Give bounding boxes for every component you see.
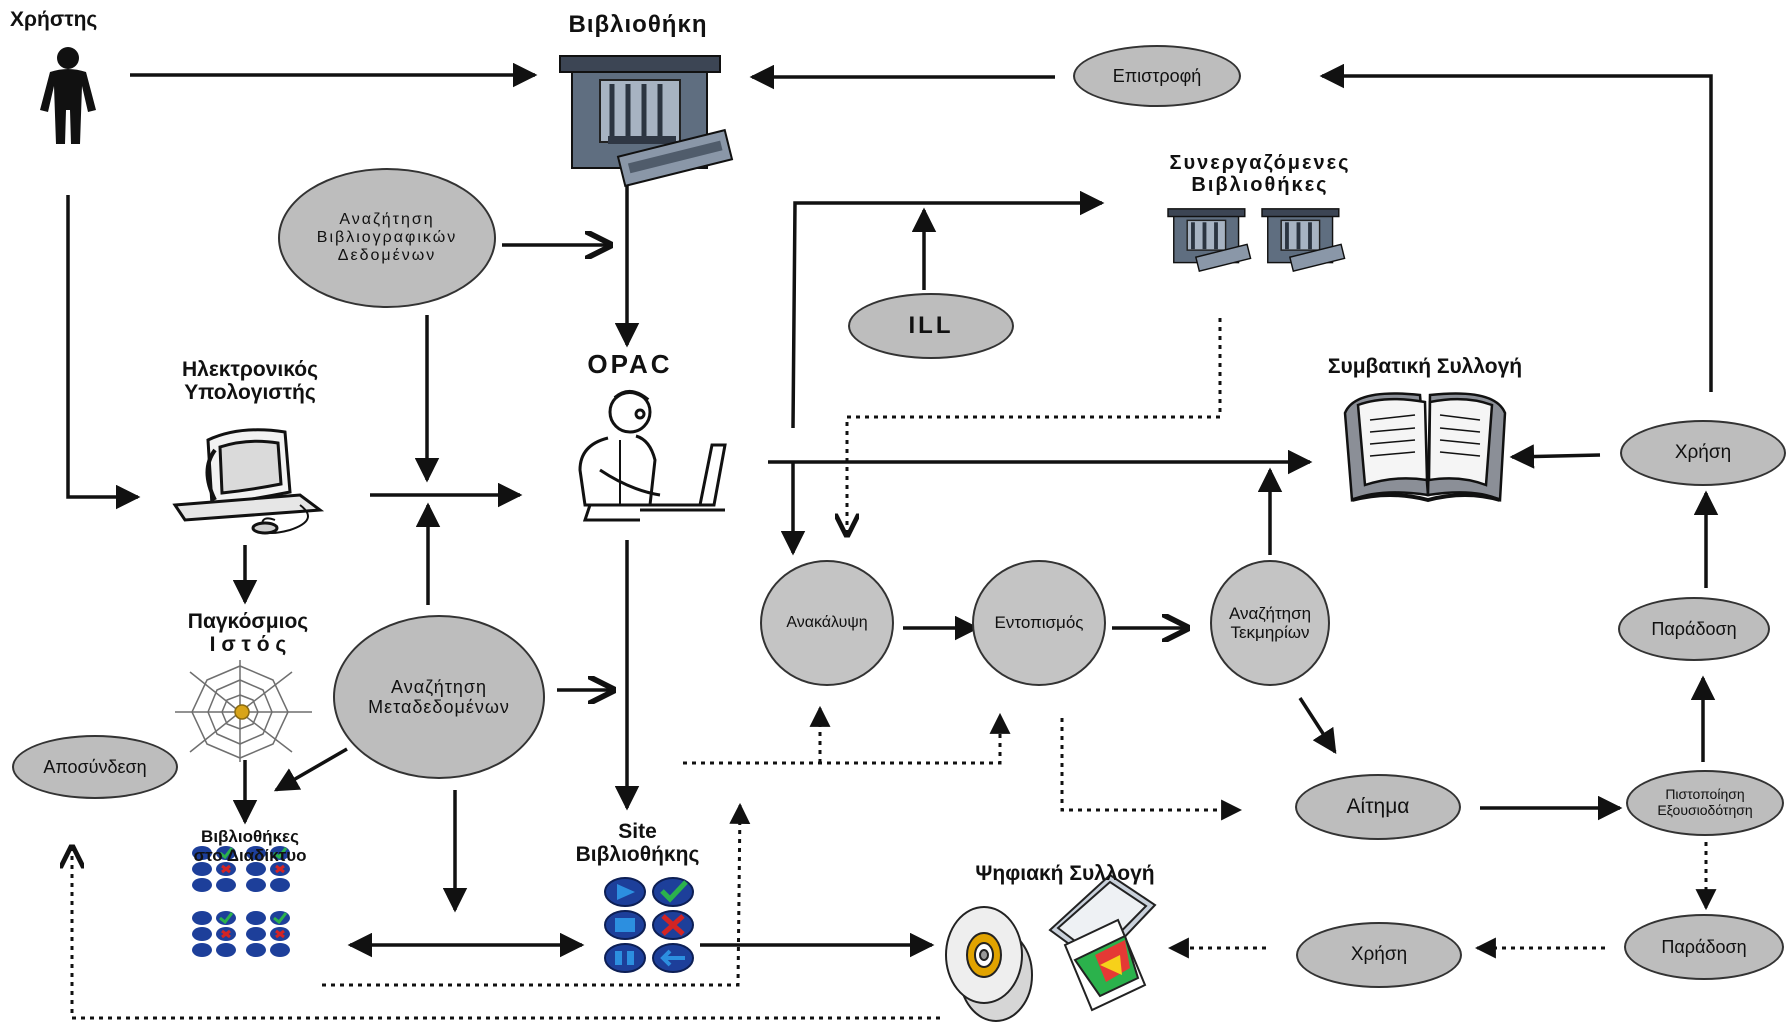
cd-disc-icon bbox=[945, 906, 1033, 1022]
delivery-mid-node-label: Παράδοση bbox=[1651, 618, 1737, 639]
opac-user-icon bbox=[578, 390, 727, 522]
use-top-node-label: Χρήση bbox=[1674, 442, 1732, 464]
user-label: Χρήστης bbox=[10, 8, 98, 31]
partner-libraries-label: Συνεργαζόμενες Βιβλιοθήκες bbox=[1169, 152, 1351, 196]
request-node: Αίτημα bbox=[1295, 774, 1461, 840]
partner-library-icon bbox=[1167, 208, 1346, 273]
arrow-itemsearch-to-request bbox=[1298, 697, 1337, 755]
delivery-mid-node: Παράδοση bbox=[1618, 597, 1770, 661]
delivery-bottom-node: Παράδοση bbox=[1624, 914, 1784, 980]
open-book-icon bbox=[1343, 392, 1507, 503]
arrow-opac-to-partners bbox=[791, 190, 1105, 429]
conventional-collection-label: Συμβατική Συλλογή bbox=[1327, 355, 1523, 378]
arrow-use-to-return bbox=[1319, 63, 1713, 392]
spider-web-icon bbox=[175, 660, 312, 762]
item-search-node: Αναζήτηση Τεκμηρίων bbox=[1210, 560, 1330, 686]
discovery-node: Ανακάλυψη bbox=[760, 560, 894, 686]
site-buttons-icon bbox=[604, 877, 694, 973]
scanner-icon bbox=[1048, 873, 1157, 1012]
dotted-location-to-request bbox=[1060, 718, 1243, 821]
use-bottom-node: Χρήση bbox=[1296, 922, 1462, 988]
request-node-label: Αίτημα bbox=[1346, 795, 1410, 819]
return-node: Επιστροφή bbox=[1073, 45, 1241, 107]
use-bottom-node-label: Χρήση bbox=[1350, 944, 1408, 966]
use-top-node: Χρήση bbox=[1620, 420, 1786, 486]
location-node: Εντοπισμός bbox=[972, 560, 1106, 686]
dotted-digital-to-disconnect bbox=[72, 847, 940, 1020]
return-node-label: Επιστροφή bbox=[1112, 65, 1202, 86]
auth-node-label: Πιστοποίηση Εξουσιοδότηση bbox=[1657, 786, 1753, 818]
www-label: Παγκόσμιος Ι σ τ ό ς bbox=[187, 610, 309, 657]
web-libraries-label: Βιβλιοθήκες στο Διαδίκτυο bbox=[193, 827, 307, 865]
dotted-partners-to-discovery bbox=[847, 318, 1222, 535]
opac-label: OPAC bbox=[587, 349, 673, 379]
computer-icon bbox=[172, 428, 325, 535]
bib-search-node: Αναζήτηση Βιβλιογραφικών Δεδομένων bbox=[278, 168, 496, 308]
arrow-user-to-computer bbox=[66, 195, 141, 510]
library-building-icon bbox=[559, 55, 734, 188]
solid-connectors bbox=[66, 62, 1719, 958]
dotted-connectors bbox=[72, 318, 1717, 1020]
item-search-node-label: Αναζήτηση Τεκμηρίων bbox=[1228, 603, 1312, 642]
digital-collection-label: Ψηφιακή Συλλογή bbox=[975, 862, 1155, 885]
metadata-search-node: Αναζήτηση Μεταδεδομένων bbox=[333, 615, 545, 779]
dotted-weblibs-to-site bbox=[322, 802, 751, 987]
delivery-bottom-node-label: Παράδοση bbox=[1661, 936, 1747, 957]
disconnect-node-label: Αποσύνδεση bbox=[43, 756, 147, 777]
auth-node: Πιστοποίηση Εξουσιοδότηση bbox=[1626, 770, 1784, 836]
computer-label: Ηλεκτρονικός Υπολογιστής bbox=[182, 358, 318, 405]
dotted-to-discovery-location bbox=[683, 712, 1011, 765]
metadata-search-node-label: Αναζήτηση Μεταδεδομένων bbox=[368, 676, 510, 717]
ill-node: ILL bbox=[848, 293, 1014, 359]
bib-search-node-label: Αναζήτηση Βιβλιογραφικών Δεδομένων bbox=[316, 211, 458, 264]
location-node-label: Εντοπισμός bbox=[994, 613, 1084, 633]
library-label: Βιβλιοθήκη bbox=[568, 11, 708, 38]
ill-node-label: ILL bbox=[908, 311, 954, 339]
person-icon bbox=[40, 47, 96, 144]
web-libraries-buttons-icon bbox=[192, 846, 290, 957]
discovery-node-label: Ανακάλυψη bbox=[786, 614, 868, 632]
arrow-metadata-to-weblibs bbox=[273, 747, 348, 792]
disconnect-node: Αποσύνδεση bbox=[12, 735, 178, 799]
arrow-use-to-conventional bbox=[1509, 444, 1601, 469]
library-site-label: Site Βιβλιοθήκης bbox=[575, 820, 700, 867]
